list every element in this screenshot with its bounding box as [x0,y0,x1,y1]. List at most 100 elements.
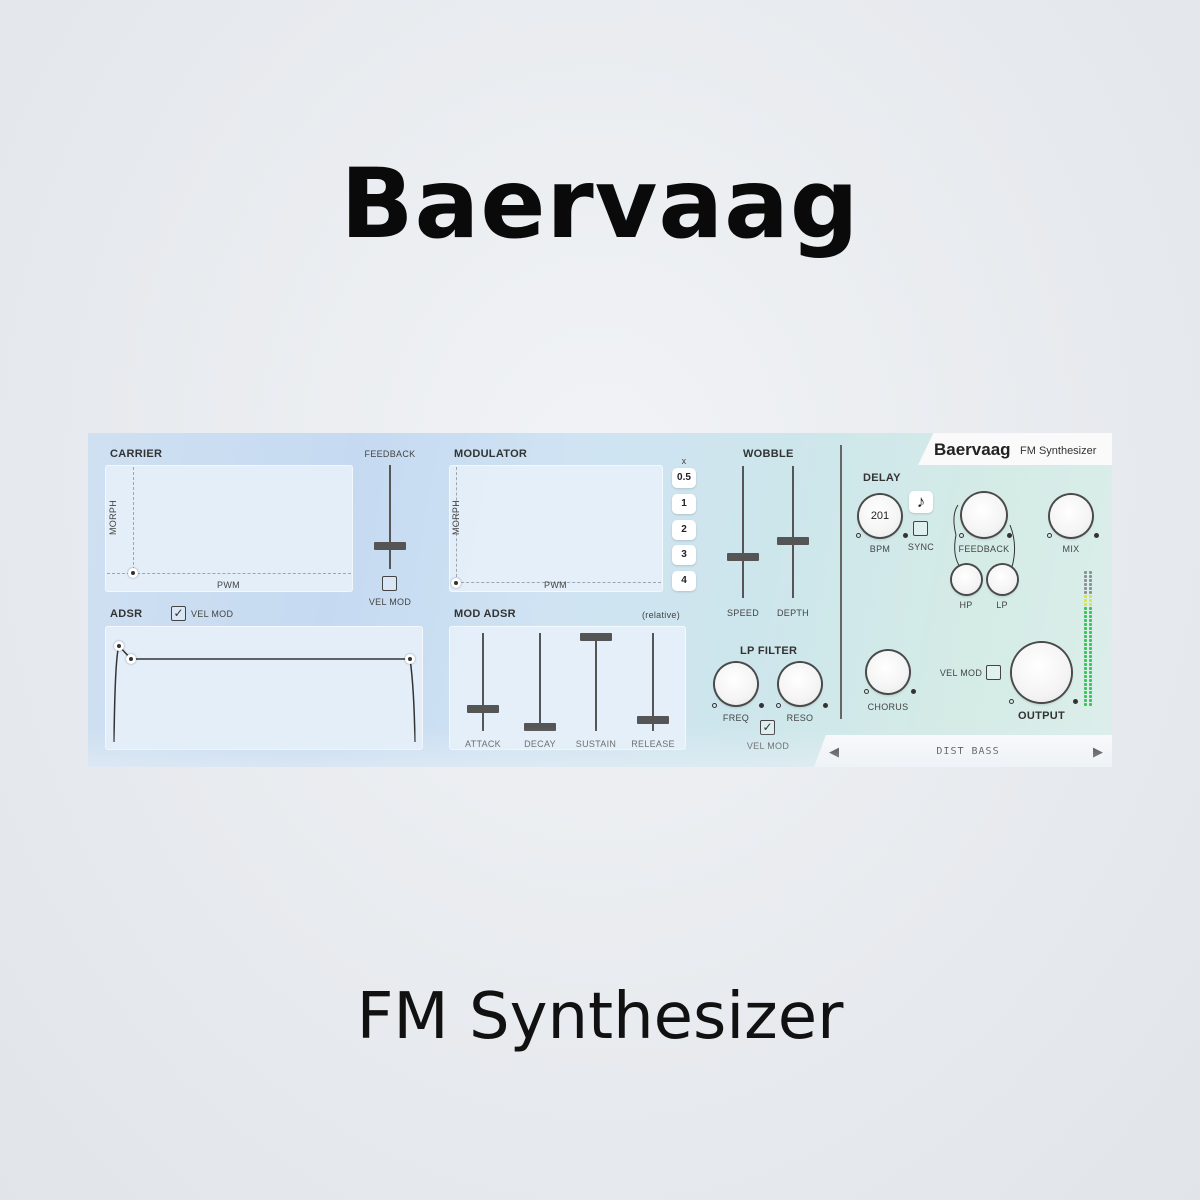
chorus-label: CHORUS [867,702,909,712]
section-divider [840,445,842,719]
feedback-label: FEEDBACK [364,449,416,459]
lp-filter-label: LP FILTER [740,645,798,657]
adsr-attack-point[interactable] [114,641,124,651]
mod-adsr-decay-handle[interactable] [524,723,556,731]
output-label: OUTPUT [1018,710,1066,722]
delay-bpm-max-dot [903,533,908,538]
output-velmod-checkbox[interactable] [986,665,1001,680]
preset-bar [814,735,1112,767]
wobble-label: WOBBLE [743,448,794,460]
hero-title: Baervaag [340,148,860,260]
mod-adsr-release-handle[interactable] [637,715,669,724]
delay-bpm-min-dot [856,533,861,538]
delay-feedback-min-dot [959,533,964,538]
preset-name[interactable]: DIST BASS [936,746,1000,757]
mod-adsr-attack-track[interactable] [482,633,484,731]
mod-adsr-decay-track[interactable] [539,633,541,731]
adsr-label: ADSR [110,608,143,620]
brand-header [918,433,1112,465]
chorus-knob[interactable] [867,651,909,693]
mod-adsr-attack-handle[interactable] [467,705,499,713]
mod-adsr-attack-label: ATTACK [465,739,501,749]
lp-reso-min-dot [776,703,781,708]
adsr-velmod-checkbox[interactable]: ✓ [171,606,186,621]
delay-mix-knob[interactable] [1050,495,1092,537]
carrier-pad-vline [133,467,134,575]
multiplier-option[interactable]: 2 [672,520,696,540]
adsr-decay-point[interactable] [126,654,136,664]
multiplier-option[interactable]: 4 [672,571,696,591]
modulator-x-axis-label: PWM [544,580,567,590]
mod-adsr-panel [449,626,686,750]
mod-adsr-sustain-handle[interactable] [580,633,612,641]
output-max-dot [1073,699,1078,704]
chorus-min-dot [864,689,869,694]
feedback-velmod-checkbox[interactable] [382,576,397,591]
feedback-velmod-label: VEL MOD [368,597,412,607]
wobble-depth-handle[interactable] [777,536,809,545]
modulator-y-axis-label: MORPH [451,500,461,535]
output-velmod-label: VEL MOD [939,668,983,678]
delay-bpm-label: BPM [869,544,891,554]
preset-next-button[interactable]: ▶ [1093,744,1103,759]
feedback-slider-handle[interactable] [374,541,406,550]
preset-prev-button[interactable]: ◀ [829,744,839,759]
lp-freq-label: FREQ [722,713,750,723]
mod-adsr-decay-label: DECAY [524,739,556,749]
delay-sync-checkbox[interactable] [913,521,928,536]
modulator-pad-hline [451,582,661,583]
multiplier-option[interactable]: 0.5 [672,468,696,488]
delay-feedback-knob[interactable] [962,493,1006,537]
delay-lp-label: LP [996,600,1008,610]
adsr-release-point[interactable] [405,654,415,664]
modulator-pad-vline [456,467,457,582]
wobble-depth-track[interactable] [792,466,794,598]
lp-reso-max-dot [823,703,828,708]
mod-adsr-release-label: RELEASE [631,739,675,749]
mod-adsr-sustain-label: SUSTAIN [575,739,617,749]
delay-mix-label: MIX [1062,544,1080,554]
lp-velmod-checkbox[interactable]: ✓ [760,720,775,735]
carrier-y-axis-label: MORPH [108,500,118,535]
output-min-dot [1009,699,1014,704]
wobble-speed-handle[interactable] [727,552,759,561]
lp-freq-min-dot [712,703,717,708]
output-knob[interactable] [1012,643,1071,702]
delay-label: DELAY [863,472,901,484]
feedback-routing-bracket [953,504,1016,568]
mod-adsr-sustain-track[interactable] [595,633,597,731]
adsr-envelope-curve [113,644,416,743]
adsr-envelope-display[interactable] [105,626,423,750]
lp-velmod-label: VEL MOD [746,741,790,751]
note-sync-icon[interactable]: ♪ [909,491,933,513]
delay-feedback-label: FEEDBACK [958,544,1010,554]
meter-column [1084,571,1087,707]
delay-mix-min-dot [1047,533,1052,538]
modulator-label: MODULATOR [454,448,528,460]
lp-freq-max-dot [759,703,764,708]
mod-adsr-label: MOD ADSR [454,608,516,620]
lp-freq-knob[interactable] [715,663,757,705]
carrier-morph-pwm-pad[interactable] [105,465,353,592]
multiplier-label: x [681,456,687,466]
carrier-label: CARRIER [110,448,163,460]
delay-hp-label: HP [959,600,973,610]
wobble-speed-label: SPEED [726,608,759,618]
mod-adsr-note: (relative) [641,610,680,620]
delay-sync-label: SYNC [907,542,935,552]
chorus-max-dot [911,689,916,694]
mod-adsr-release-track[interactable] [652,633,654,731]
delay-lp-knob[interactable] [988,565,1017,594]
carrier-x-axis-label: PWM [217,580,240,590]
lp-reso-knob[interactable] [779,663,821,705]
delay-bpm-knob[interactable]: 201 [859,495,901,537]
feedback-slider-track[interactable] [389,465,391,569]
wobble-speed-track[interactable] [742,466,744,598]
adsr-velmod-label: VEL MOD [191,609,234,619]
modulator-morph-pwm-pad[interactable] [449,465,663,592]
carrier-pad-point[interactable] [128,568,138,578]
modulator-pad-point[interactable] [451,578,461,588]
delay-hp-knob[interactable] [952,565,981,594]
multiplier-option[interactable]: 1 [672,494,696,514]
multiplier-option[interactable]: 3 [672,545,696,565]
